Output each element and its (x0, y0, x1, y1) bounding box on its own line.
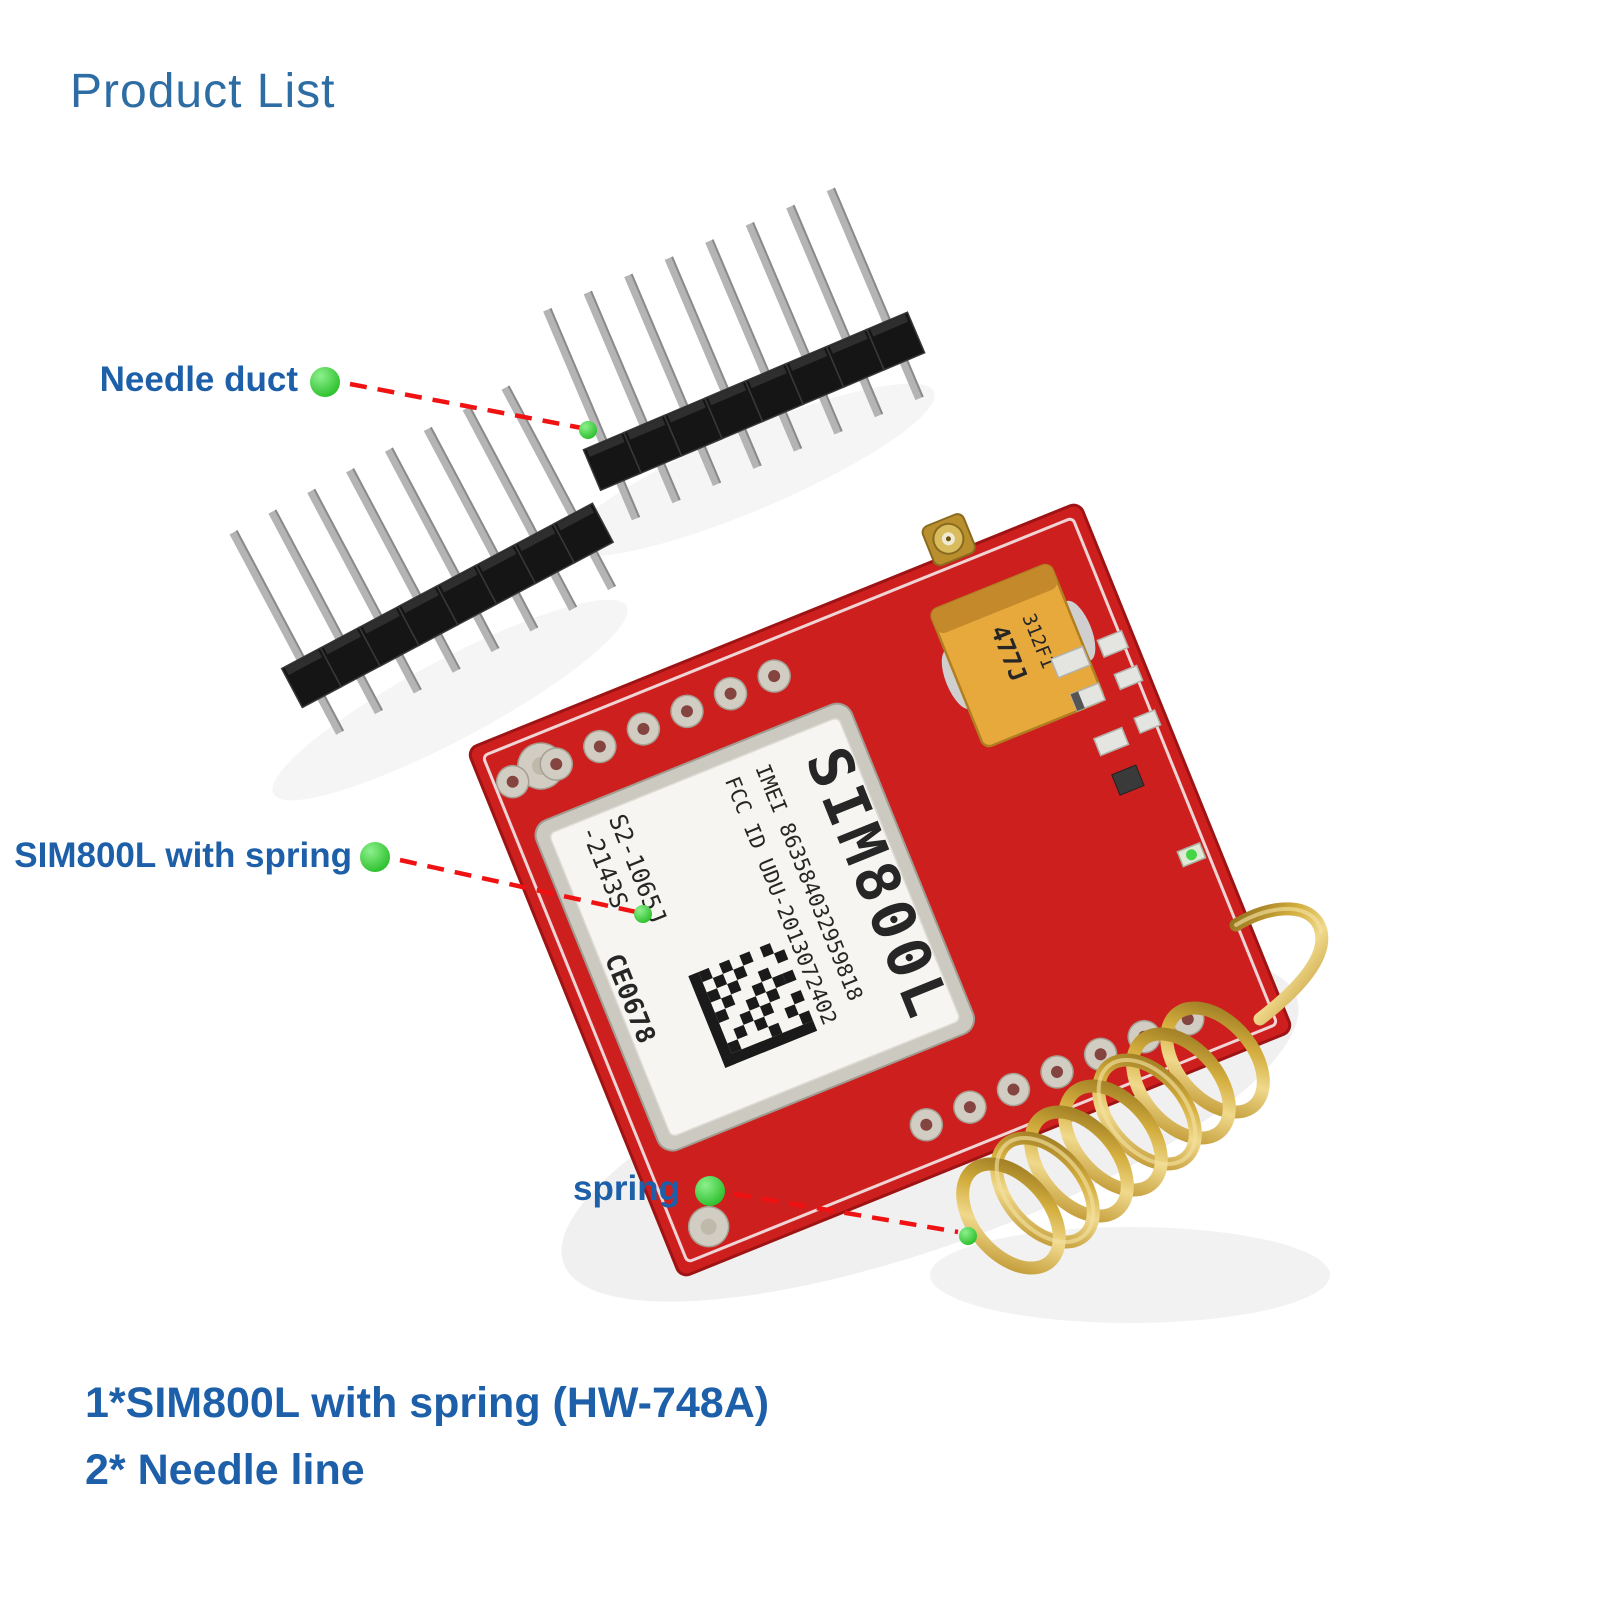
page-title: Product List (70, 65, 336, 118)
callouts-layer (310, 367, 977, 1245)
needle-duct-callout-line (349, 381, 583, 431)
sim800l-callout-line (399, 857, 637, 915)
needle-duct-dot (310, 367, 340, 397)
spring-target-dot (959, 1227, 977, 1245)
needle-duct-label: Needle duct (99, 360, 298, 399)
needle-duct-target-dot (579, 421, 597, 439)
sim800l-dot (360, 842, 390, 872)
tantalum-capacitor: 477J 312F1 (930, 563, 1104, 748)
spring-antenna-highlight (994, 906, 1323, 1245)
sim800l-target-dot (634, 905, 652, 923)
product-list-text: 1*SIM800L with spring (HW-748A) 2* Needl… (85, 1370, 769, 1503)
sim800l-label: SIM800L with spring (14, 836, 352, 875)
status-led (1176, 841, 1207, 868)
spring-label: spring (573, 1169, 680, 1208)
antenna-connector (921, 513, 976, 567)
silkscreen-border (482, 517, 1278, 1263)
spring-dot (695, 1176, 725, 1206)
module-label (549, 718, 960, 1137)
smd-components (1049, 629, 1207, 868)
through-holes-top (495, 659, 791, 799)
spring-callout-line (733, 1191, 959, 1235)
product-list-line1: 1*SIM800L with spring (HW-748A) (85, 1379, 770, 1427)
qr-code (688, 943, 818, 1068)
product-list-line2: 2* Needle line (85, 1445, 365, 1494)
